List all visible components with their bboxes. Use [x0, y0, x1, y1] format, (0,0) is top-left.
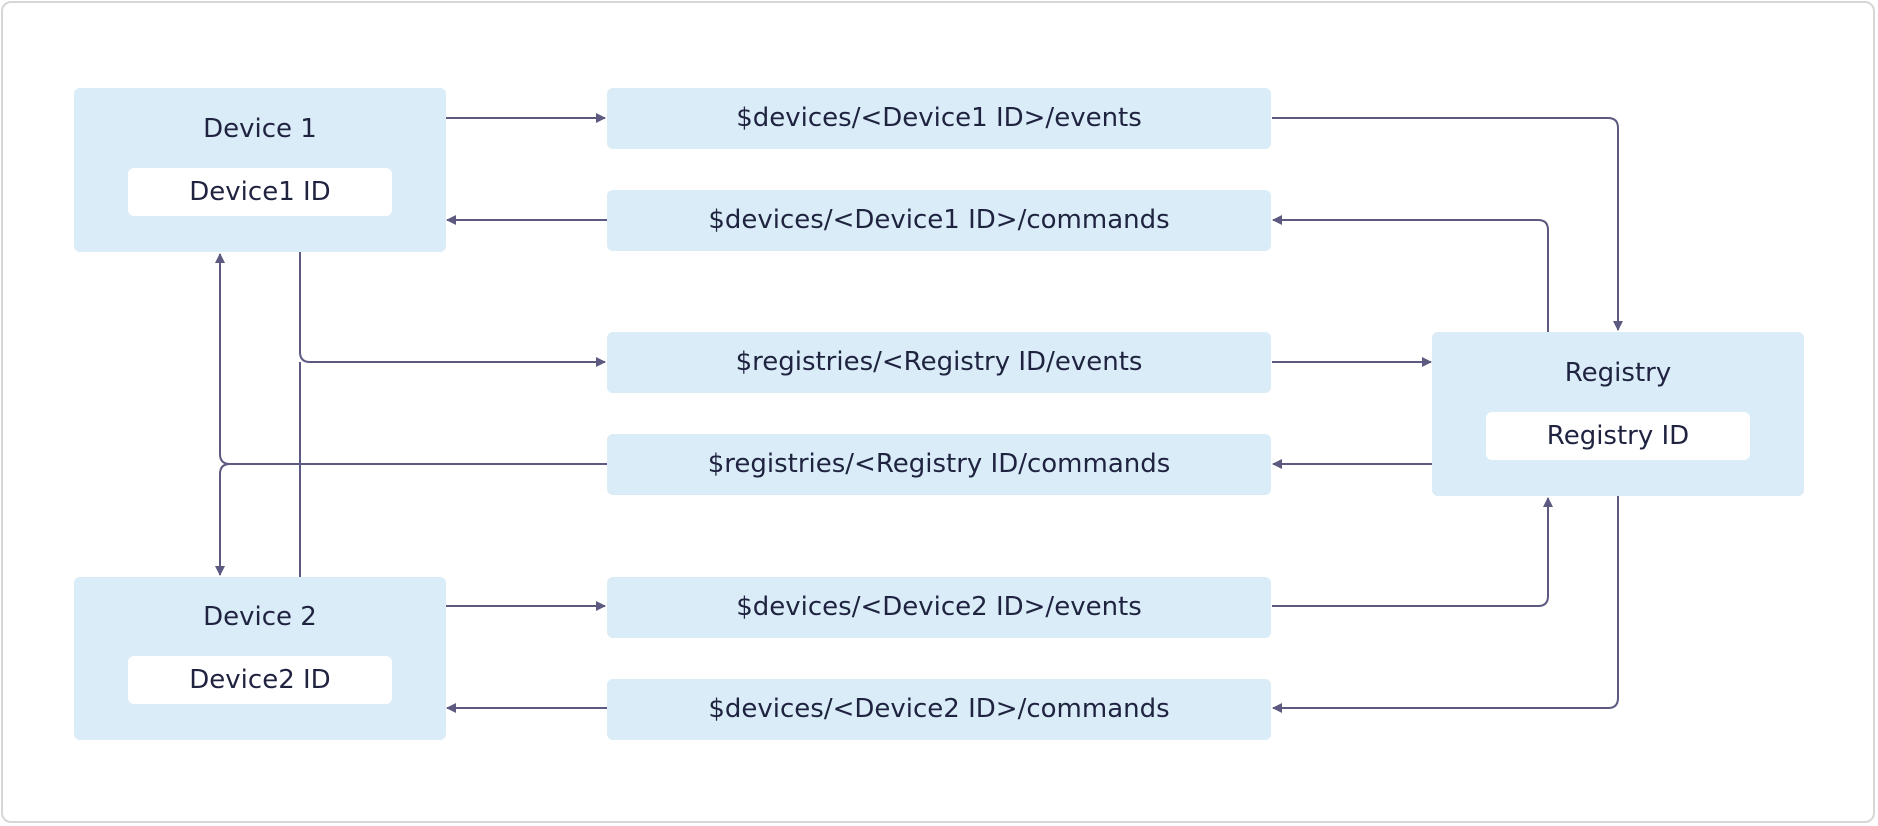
arrow-device1-events-to-registry [1272, 117, 1623, 331]
registry-box: Registry Registry ID [1432, 332, 1804, 496]
topic-device2-events: $devices/<Device2 ID>/events [607, 577, 1271, 638]
device2-id-chip: Device2 ID [128, 656, 392, 704]
device1-id-chip: Device1 ID [128, 168, 392, 216]
topic-device1-events: $devices/<Device1 ID>/events [607, 88, 1271, 149]
registry-title: Registry [1564, 358, 1672, 388]
topic-device1-commands: $devices/<Device1 ID>/commands [607, 190, 1271, 251]
device1-title: Device 1 [203, 114, 317, 144]
arrow-registry-commands-to-device1 [215, 253, 607, 465]
device1-box: Device 1 Device1 ID [74, 88, 446, 252]
device2-box: Device 2 Device2 ID [74, 577, 446, 740]
device2-title: Device 2 [203, 602, 317, 632]
arrow-registry-to-device1-commands [1272, 215, 1549, 332]
topic-registry-events: $registries/<Registry ID/events [607, 332, 1271, 393]
topic-registry-commands: $registries/<Registry ID/commands [607, 434, 1271, 495]
arrow-registry-commands-to-device2 [215, 463, 231, 576]
topic-device2-commands: $devices/<Device2 ID>/commands [607, 679, 1271, 740]
registry-id-chip: Registry ID [1486, 412, 1750, 460]
arrow-registry-to-device2-commands [1272, 496, 1619, 713]
arrow-device2-events-to-registry [1272, 497, 1553, 607]
arrow-device1-to-registry-events [299, 252, 606, 367]
